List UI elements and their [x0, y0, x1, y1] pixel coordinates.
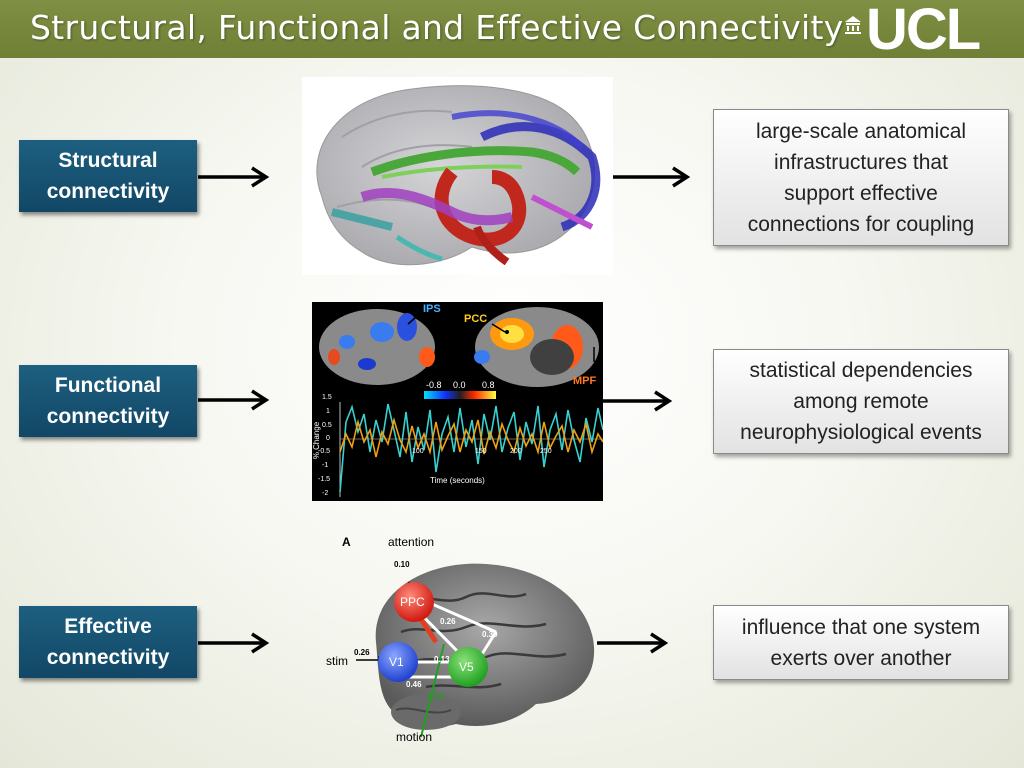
header-bar: Structural, Functional and Effective Con…	[0, 0, 1024, 62]
value-label: 0.39	[482, 630, 498, 639]
x-axis-label: Time (seconds)	[430, 476, 485, 485]
y-tick: 0	[326, 435, 330, 442]
input-label-motion: motion	[396, 730, 433, 744]
tractography-image	[302, 77, 613, 275]
functional-description: statistical dependencies among remote ne…	[713, 349, 1009, 454]
value-label: 0.10	[394, 560, 410, 569]
y-tick: 0.5	[322, 422, 332, 429]
input-label-stim: stim	[326, 654, 348, 668]
arrow-right-icon	[198, 632, 270, 654]
effective-label: Effective connectivity	[19, 606, 197, 678]
region-label-mpf: MPF	[573, 375, 597, 387]
x-tick: 250	[540, 448, 552, 455]
x-tick: 150	[475, 448, 487, 455]
node-ppc: PPC	[400, 595, 425, 609]
structural-label: Structural connectivity	[19, 140, 197, 212]
effective-description: influence that one system exerts over an…	[713, 605, 1009, 680]
y-tick: 1	[326, 408, 330, 415]
y-tick: -1.5	[318, 476, 331, 483]
arrow-right-icon	[603, 390, 673, 412]
arrow-right-icon	[597, 632, 669, 654]
x-tick: 100	[412, 448, 424, 455]
y-tick: -1	[322, 462, 329, 469]
y-tick: -2	[322, 490, 329, 497]
functional-connectivity-figure: IPS PCC MPF -0.8 0.0 0.8 % Change 1.5 1 …	[312, 302, 603, 501]
value-label: 0.46	[406, 680, 422, 689]
arrow-right-icon	[198, 389, 270, 411]
structural-description: large-scale anatomical infrastructures t…	[713, 109, 1009, 246]
node-v5: V5	[459, 660, 474, 674]
scale-tick: 0.8	[482, 380, 495, 390]
scale-tick: -0.8	[426, 380, 442, 390]
input-label-attention: attention	[388, 535, 435, 549]
arrow-right-icon	[613, 166, 691, 188]
region-label-ips: IPS	[423, 303, 441, 315]
panel-letter: A	[342, 535, 351, 549]
region-label-pcc: PCC	[464, 313, 488, 325]
ucl-portico-icon	[845, 16, 861, 34]
y-tick: -0.5	[318, 448, 331, 455]
arrow-right-icon	[198, 166, 270, 188]
value-label: 0.13	[434, 655, 450, 664]
value-label: 0.26	[440, 617, 456, 626]
x-tick: 200	[510, 448, 522, 455]
node-v1: V1	[389, 655, 404, 669]
ucl-logo: UCL	[866, 0, 981, 62]
slide-title: Structural, Functional and Effective Con…	[30, 8, 844, 47]
effective-connectivity-figure: A attention 0.10 stim 0.26 PPC V1 V5 0.2…	[316, 532, 599, 746]
y-tick: 1.5	[322, 394, 332, 401]
value-label: 0.26	[354, 648, 370, 657]
scale-tick: 0.0	[453, 380, 466, 390]
functional-label: Functional connectivity	[19, 365, 197, 437]
value-label: 0.50	[428, 692, 444, 701]
